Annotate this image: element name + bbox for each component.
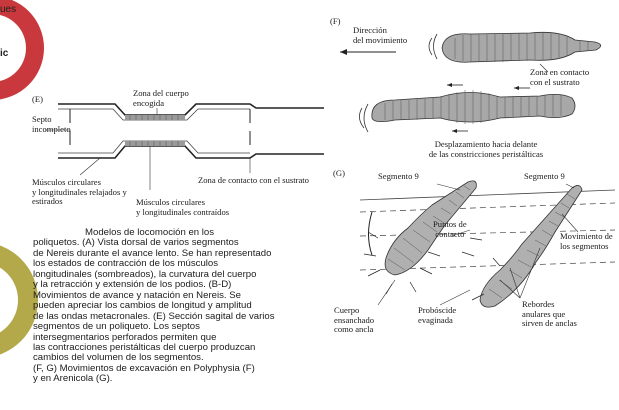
caption-line: cambios del volumen de los segmentos.: [33, 352, 204, 364]
septo-line-2: incompleto: [32, 123, 71, 134]
cuerpo-line-2: ensanchado: [334, 314, 375, 325]
proboscide-line-2: evaginada: [418, 314, 453, 325]
relajados-label: Músculos circulares y longitudinales rel…: [32, 177, 127, 207]
rebordes-line-2: anulares que: [522, 308, 566, 319]
segmento-b-label: Segmento 9: [524, 171, 565, 181]
rebordes-label: Rebordes anulares que sirven de anclas: [522, 299, 577, 329]
relajados-line-2: y longitudinales relajados y: [32, 186, 127, 197]
caption-line: pueden apreciar los cambios de longitud …: [33, 300, 252, 312]
rebordes-line-1: Rebordes: [522, 299, 555, 309]
rebordes-line-3: sirven de anclas: [522, 318, 577, 329]
caption-line: poliquetos. (A) Vista dorsal de varios s…: [33, 237, 239, 249]
desplazamiento-line-1: Desplazamiento hacia delante: [434, 139, 538, 149]
cuerpo-line-1: Cuerpo: [334, 305, 360, 315]
septo-line-1: Septo: [32, 114, 52, 124]
caption-line: de las ondas metacronales. (E) Sección s…: [33, 310, 275, 322]
caption-line: Modelos de locomoción en los: [85, 227, 215, 238]
contraidos-line-1: Músculos circulares: [136, 197, 205, 207]
caption-line: y la retracción y extensión de los podio…: [33, 279, 232, 291]
caption-line: las contracciones peristálticas del cuer…: [33, 341, 256, 353]
contacto-sustrato-label: Zona de contacto con el sustrato: [198, 175, 309, 185]
zona-contacto-label: Zona en contacto con el sustrato: [530, 67, 590, 87]
direccion-label: Dirección del movimiento: [353, 25, 408, 45]
zona-contacto-line-2: con el sustrato: [530, 76, 580, 87]
side-chip-text-1: ues: [0, 4, 17, 15]
direccion-line-1: Dirección: [353, 25, 387, 35]
caption-line: Movimientos de avance y natación en Nere…: [33, 289, 241, 301]
direccion-line-2: del movimiento: [353, 34, 408, 45]
septo-label: Septo incompleto: [32, 114, 71, 134]
proboscide-label: Probóscide evaginada: [418, 305, 457, 325]
figure-caption: Modelos de locomoción en los poliquetos.…: [33, 227, 315, 385]
movimiento-line-2: los segmentos: [560, 240, 609, 251]
caption-line: de Nereis durante el avance lento. Se ha…: [33, 247, 272, 259]
zona-encogida-line-1: Zona del cuerpo: [133, 88, 189, 98]
figure-g-tag: (G): [333, 168, 345, 178]
cuerpo-ancla-label: Cuerpo ensanchado como ancla: [334, 305, 375, 335]
movimiento-label: Movimiento de los segmentos: [560, 231, 613, 251]
red-circle-inner: [0, 14, 26, 82]
olive-circle-inner: [0, 267, 18, 333]
caption-line: los estados de contracción de los múscul…: [33, 258, 219, 270]
caption-line: longitudinales (sombreados), la curvatur…: [33, 268, 257, 280]
zona-encogida-line-2: encogida: [133, 97, 165, 108]
caption-line: (F, G) Movimientos de excavación en Poly…: [33, 362, 255, 374]
zona-encogida-label: Zona del cuerpo encogida: [133, 88, 189, 108]
proboscide-line-1: Probóscide: [418, 305, 457, 315]
puntos-line-1: Puntos de: [433, 219, 467, 229]
desplazamiento-line-2: de las constricciones peristálticas: [428, 148, 544, 159]
relajados-line-3: estirados: [32, 196, 63, 207]
segmento-a-label: Segmento 9: [378, 171, 419, 181]
puntos-line-2: contacto: [435, 228, 465, 239]
side-chip-text-2: ic: [0, 48, 9, 59]
figure-e-tag: (E): [32, 94, 43, 104]
movimiento-line-1: Movimiento de: [560, 231, 613, 241]
puntos-contacto-label: Puntos de contacto: [433, 219, 467, 239]
olive-circle-decor: [0, 245, 38, 355]
zona-contacto-line-1: Zona en contacto: [530, 67, 590, 77]
caption-line: intersegmentarios perforados permiten qu…: [33, 331, 217, 343]
relajados-line-1: Músculos circulares: [32, 177, 101, 187]
desplazamiento-label: Desplazamiento hacia delante de las cons…: [411, 139, 561, 159]
caption-line: segmentos de un poliqueto. Los septos: [33, 321, 200, 333]
caption-line: y en Arenicola (G).: [33, 373, 113, 385]
contraidos-label: Músculos circulares y longitudinales con…: [136, 197, 230, 217]
contraidos-line-2: y longitudinales contraídos: [136, 206, 230, 217]
cuerpo-line-3: como ancla: [334, 324, 374, 335]
figure-f-tag: (F): [330, 16, 341, 26]
